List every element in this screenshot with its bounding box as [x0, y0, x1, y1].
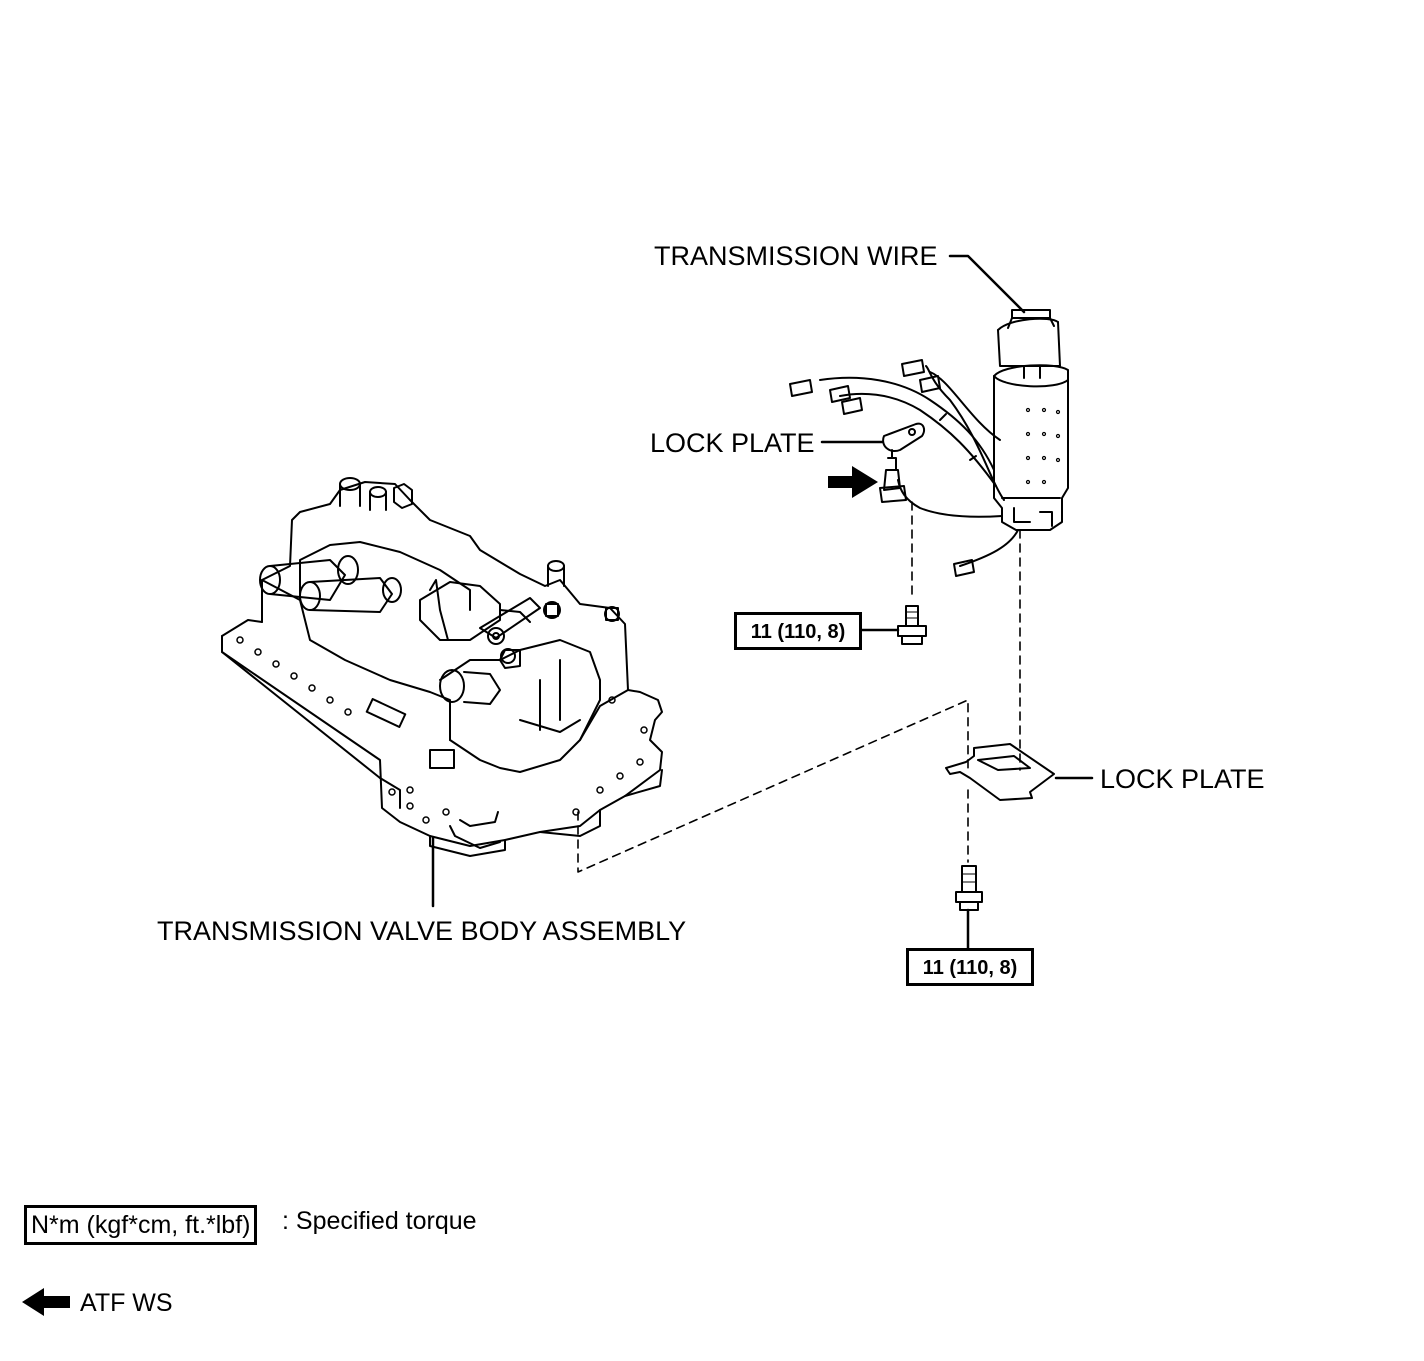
torque-spec-lower: 11 (110, 8): [906, 948, 1034, 986]
label-lock-plate-upper: LOCK PLATE: [650, 428, 815, 458]
dashed-guide-valve-body: [577, 699, 969, 873]
torque-spec-upper: 11 (110, 8): [734, 612, 862, 650]
label-transmission-wire: TRANSMISSION WIRE: [654, 241, 938, 271]
label-valve-body: TRANSMISSION VALVE BODY ASSEMBLY: [157, 916, 687, 946]
left-arrow-icon: [22, 1288, 70, 1316]
valve-body-drawing: [221, 477, 663, 908]
upper-lock-plate-drawing: [820, 422, 925, 601]
lower-bolt-drawing: [955, 865, 983, 952]
legend-atf-label: ATF WS: [80, 1289, 173, 1317]
lower-lock-plate-drawing: [945, 743, 1094, 863]
legend-torque-desc: : Specified torque: [282, 1207, 477, 1235]
label-lock-plate-lower: LOCK PLATE: [1100, 764, 1265, 794]
upper-bolt-drawing: [860, 605, 927, 645]
transmission-wire-drawing: [789, 254, 1069, 771]
atf-apply-arrow-icon: [828, 466, 878, 498]
legend-torque-units: N*m (kgf*cm, ft.*lbf): [24, 1205, 258, 1245]
